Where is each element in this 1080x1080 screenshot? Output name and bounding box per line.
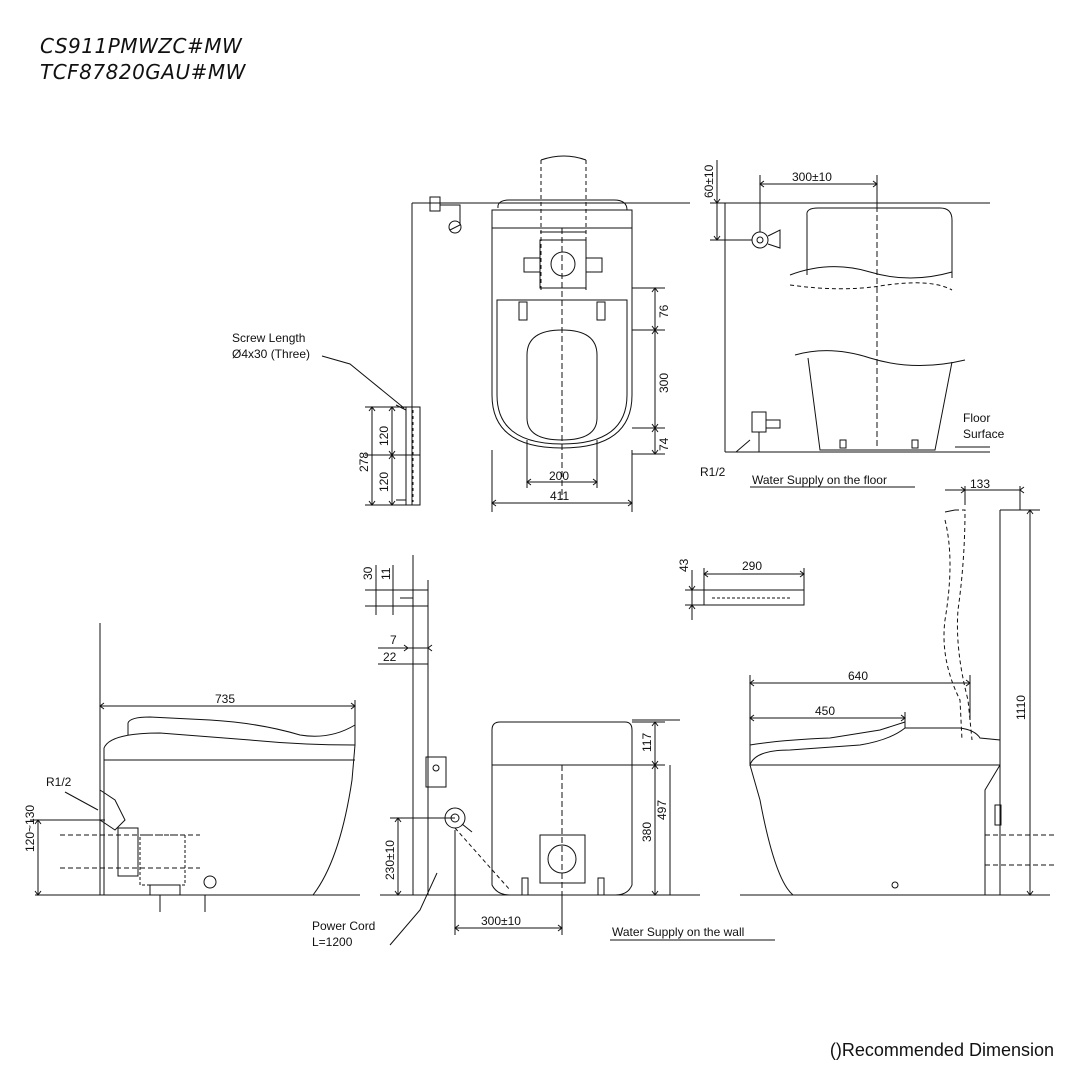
model-number-1: CS911PMWZC#MW bbox=[40, 34, 243, 58]
dim-bracket-278: 278 bbox=[357, 452, 371, 472]
note-surface: Surface bbox=[963, 427, 1005, 441]
dim-front-497: 497 bbox=[655, 800, 669, 820]
dim-wall-22: 22 bbox=[383, 650, 397, 664]
dim-top-200: 200 bbox=[549, 469, 569, 483]
remote-control bbox=[685, 568, 805, 620]
dim-wall-7: 7 bbox=[390, 633, 397, 647]
note-screw-length: Screw Length bbox=[232, 331, 305, 345]
dim-top-300: 300 bbox=[657, 373, 671, 393]
dim-left-735: 735 bbox=[215, 692, 235, 706]
dim-bracket-120b: 120 bbox=[377, 472, 391, 492]
side-view-left bbox=[30, 623, 360, 912]
dim-wall-11: 11 bbox=[379, 567, 393, 580]
mounting-bracket bbox=[321, 355, 421, 506]
note-r12-left: R1/2 bbox=[46, 775, 72, 789]
dim-front-380: 380 bbox=[640, 822, 654, 842]
note-floor: Floor bbox=[963, 411, 990, 425]
wall-bracket-detail bbox=[365, 555, 447, 895]
dim-left-120-130: 120~130 bbox=[23, 805, 37, 852]
dim-remote-43: 43 bbox=[677, 558, 691, 572]
floor-supply-view bbox=[710, 160, 990, 488]
top-view bbox=[411, 155, 690, 512]
front-view bbox=[380, 719, 775, 946]
dim-right-450: 450 bbox=[815, 704, 835, 718]
dim-front-300: 300±10 bbox=[481, 914, 521, 928]
note-screw-size: Ø4x30 (Three) bbox=[232, 347, 310, 361]
note-water-floor: Water Supply on the floor bbox=[752, 473, 887, 487]
dim-top-74: 74 bbox=[657, 437, 671, 451]
note-water-wall: Water Supply on the wall bbox=[612, 925, 744, 939]
dim-right-1110: 1110 bbox=[1014, 695, 1028, 720]
dim-top-411: 411 bbox=[550, 489, 569, 503]
dim-top-76: 76 bbox=[657, 304, 671, 318]
model-number-2: TCF87820GAU#MW bbox=[40, 60, 246, 84]
note-power-cord: Power Cord bbox=[312, 919, 375, 933]
recommended-dimension-note: ()Recommended Dimension bbox=[829, 1040, 1054, 1060]
dim-bracket-120a: 120 bbox=[377, 426, 391, 446]
dim-right-60: 60±10 bbox=[702, 164, 716, 198]
dim-front-117: 117 bbox=[640, 733, 654, 752]
dim-right-300: 300±10 bbox=[792, 170, 832, 184]
note-power-cord-length: L=1200 bbox=[312, 935, 353, 949]
side-view-right bbox=[740, 486, 1055, 896]
note-r12-top: R1/2 bbox=[700, 465, 726, 479]
dim-right-133: 133 bbox=[970, 477, 990, 491]
dim-right-640: 640 bbox=[848, 669, 868, 683]
dim-remote-290: 290 bbox=[742, 559, 762, 573]
dim-wall-30: 30 bbox=[361, 566, 375, 580]
dim-front-230: 230±10 bbox=[383, 840, 397, 880]
